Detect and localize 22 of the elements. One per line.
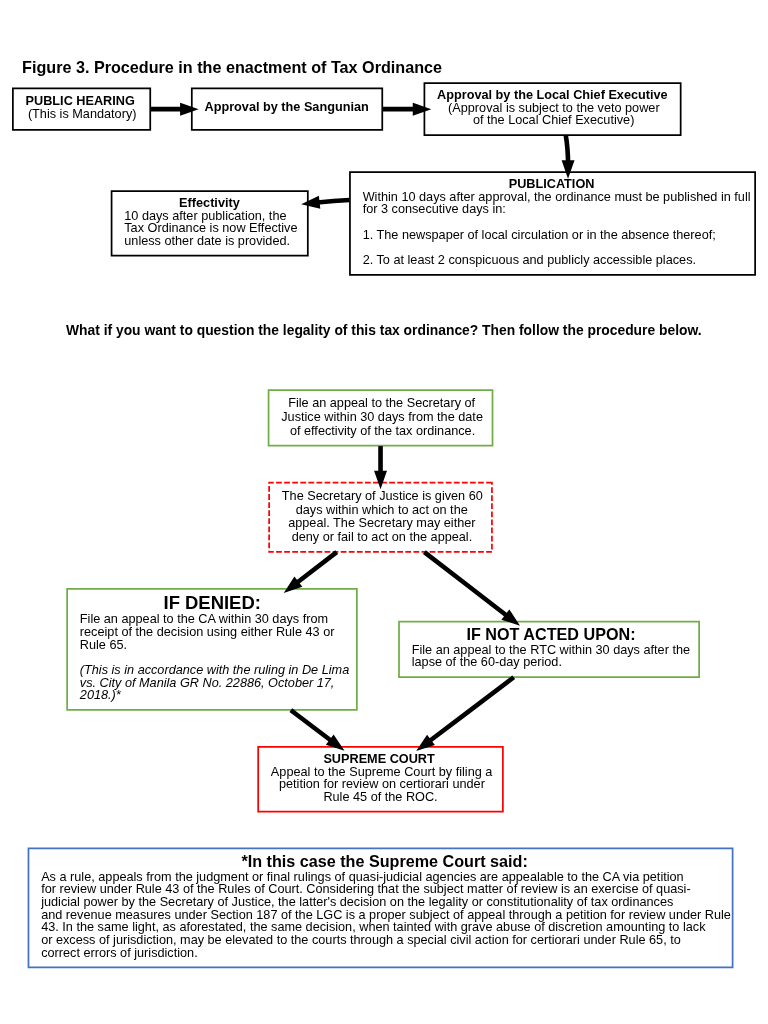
node-box: Approval by the Local Chief Executive (Approval is subject to the veto power of the Local Chief Executive) xyxy=(423,82,682,136)
arrow xyxy=(283,550,339,593)
arrow xyxy=(150,102,199,116)
node-box: *In this case the Supreme Court said: As a rule, appeals from the judgment or final rulings of quasi-judicial agencies are appealable to the CA via petition for review under Rule 43 of the Rules of Court. Considering that the subject matter of review is an exercise of quasi-judicial power by the Secretary of Justice, the latter's decision on the legality or constitutionality of tax ordinances and revenue measures under Section 187 of the LGC is a proper subject of appeal through a petition for review under Rule 43. In the same light, as aforestated, the same decision, when tainted with grave abuse of discretion amounting to lack or excess of jurisdiction, may be elevated to the courts through a special civil action for certiorari under Rule 65, to correct errors of jurisdiction. xyxy=(27,847,734,969)
label: What if you want to question the legality of this tax ordinance? Then follow the procedure below. xyxy=(65,321,702,338)
arrow xyxy=(382,102,432,116)
arrow xyxy=(561,134,575,179)
arrow xyxy=(374,446,388,490)
node-box: File an appeal to the Secretary of Justice within 30 days from the date of effectivity of the tax ordinance. xyxy=(267,389,494,447)
node-box: Effectivity 10 days after publication, the Tax Ordinance is now Effective unless other date is provided. xyxy=(110,190,309,257)
arrow xyxy=(416,675,516,752)
node-box: SUPREME COURT Appeal to the Supreme Court by filing a petition for review on certiorari under Rule 45 of the ROC. xyxy=(257,746,504,813)
diagram-title: Figure 3. Procedure in the enactment of Tax Ordinance xyxy=(22,58,442,77)
arrow xyxy=(422,550,521,626)
node-box: PUBLICATION Within 10 days after approval, the ordinance must be published in full for 3 consecutive days in: 1. The newspaper of local circulation or in the absence thereof; 2. To at least 2 conspicuous and publicly accessible places. xyxy=(349,171,756,276)
node-box: IF DENIED: File an appeal to the CA within 30 days from receipt of the decision using either Rule 43 or Rule 65. (This is in accordance with the ruling in De Lima vs. City of Manila GR No. 22886, October 17, 2018.)* xyxy=(66,587,358,711)
node-box: Approval by the Sangunian xyxy=(190,87,384,131)
node-box: The Secretary of Justice is given 60 days within which to act on the appeal. The Secretary may either deny or fail to act on the appeal. xyxy=(268,481,493,553)
node-box: IF NOT ACTED UPON: File an appeal to the RTC within 30 days after the lapse of the 60-day period. xyxy=(398,620,700,678)
arrow xyxy=(301,195,350,209)
arrow xyxy=(289,708,345,751)
node-box: PUBLIC HEARING (This is Mandatory) xyxy=(12,87,152,131)
